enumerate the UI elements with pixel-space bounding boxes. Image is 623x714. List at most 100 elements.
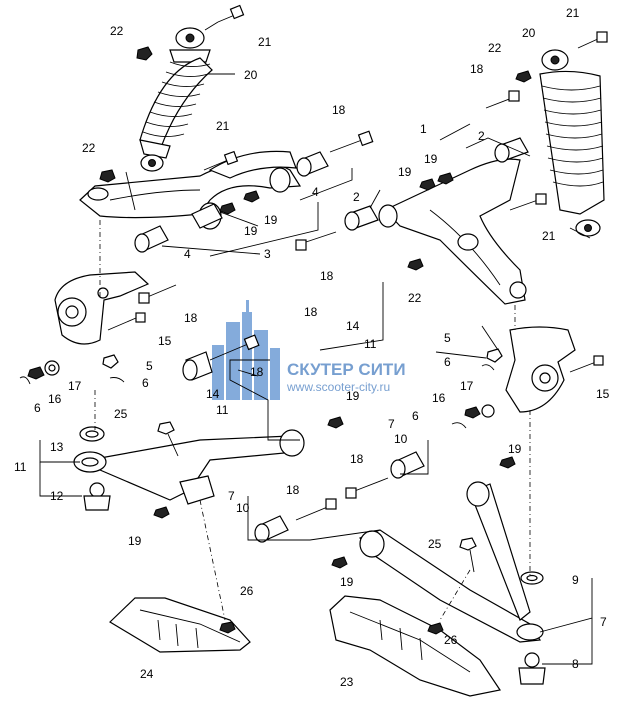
bushing-4-upper-left [296,151,329,177]
callout-18: 18 [250,365,264,379]
callout-18: 18 [470,62,484,76]
left-skid-plate-24 [109,597,251,653]
callout-21: 21 [216,119,230,133]
callout-19: 19 [424,152,438,166]
callout-5: 5 [444,331,451,345]
callout-15: 15 [158,334,172,348]
nuts-19-right-arm [407,172,454,271]
callout-8: 8 [572,657,579,671]
callout-5: 5 [146,359,153,373]
bolt-21-top-left [204,4,245,31]
callout-16: 16 [48,392,62,406]
callout-19: 19 [340,575,354,589]
callout-18: 18 [304,305,318,319]
bolt-25-right [459,537,477,573]
right-shock-absorber [539,49,605,237]
bolt-18-right-upper [295,90,520,251]
callout-22: 22 [488,41,502,55]
nut-22-top-left [136,46,153,61]
bolt-21-top-right [577,31,608,49]
callout-23: 23 [340,675,354,689]
callout-4: 4 [312,185,319,199]
watermark: СКУТЕР СИТИ www.scooter-city.ru [212,300,406,400]
callout-18: 18 [184,311,198,325]
left-lower-arm [73,429,305,505]
callout-19: 19 [398,165,412,179]
bushings-right-upper [344,137,529,231]
callout-26: 26 [240,584,254,598]
callout-19: 19 [508,442,522,456]
callout-11: 11 [14,460,27,474]
callout-18: 18 [350,452,364,466]
right-knuckle-hardware [451,348,604,429]
watermark-url: www.scooter-city.ru [286,380,390,394]
left-knuckle [54,271,150,345]
left-knuckle-hardware [19,284,177,385]
callout-16: 16 [432,391,446,405]
city-skyline-logo [212,300,280,400]
nut-22-left-arm [99,169,116,183]
callout-6: 6 [412,409,419,423]
callout-7: 7 [600,615,607,629]
callout-19: 19 [128,534,142,548]
bolt-18-upper-left [329,130,374,153]
left-lower-bushings-10 [254,498,337,543]
callout-21: 21 [542,229,556,243]
nut-22-top-right [515,70,532,83]
bolt-25-left [157,421,179,457]
callout-6: 6 [142,376,149,390]
right-lower-bushings-10 [345,451,425,499]
right-knuckle [505,326,576,413]
callout-10: 10 [236,501,250,515]
callout-10: 10 [394,432,408,446]
callout-22: 22 [110,24,124,38]
callout-14: 14 [206,387,220,401]
callout-6: 6 [34,401,41,415]
callout-6: 6 [444,355,451,369]
callout-18: 18 [320,269,334,283]
nuts-19-right-lower [331,456,516,569]
callout-19: 19 [244,224,258,238]
callout-22: 22 [408,291,422,305]
callout-3: 3 [264,247,271,261]
callout-17: 17 [460,379,474,393]
bolt-21-right-arm [509,193,547,211]
callout-25: 25 [114,407,128,421]
callout-25: 25 [428,537,442,551]
callout-14: 14 [346,319,360,333]
ring-9 [520,571,544,585]
bushing-3 [191,203,223,229]
bolt-18-left-lower [209,334,260,361]
left-shock-absorber [139,27,213,172]
callout-9: 9 [572,573,579,587]
callout-11: 11 [216,403,229,417]
leader-lines [39,73,593,665]
callout-11: 11 [364,337,377,351]
callout-18: 18 [332,103,346,117]
right-lower-arm [359,481,544,643]
callout-20: 20 [522,26,536,40]
ball-joint-8 [518,652,546,685]
callout-1: 1 [420,122,427,136]
callout-22: 22 [82,141,96,155]
callout-24: 24 [140,667,154,681]
callout-19: 19 [264,213,278,227]
callout-21: 21 [566,6,580,20]
bushings-14-left [182,351,213,381]
callout-15: 15 [596,387,610,401]
callout-2: 2 [478,129,485,143]
callout-18: 18 [286,483,300,497]
callout-19: 19 [346,389,360,403]
watermark-title: СКУТЕР СИТИ [287,360,406,379]
callout-17: 17 [68,379,82,393]
callout-7: 7 [228,489,235,503]
ball-joint-12 [83,482,111,511]
right-skid-plate-23 [329,595,501,697]
callout-20: 20 [244,68,258,82]
bushing-4-lower-left [134,225,169,253]
ring-13 [79,426,105,442]
nut-19-left-lower [153,416,344,519]
callout-numbers: 22 21 20 22 21 18 4 19 19 4 3 18 15 5 6 … [14,6,610,689]
callout-7: 7 [388,417,395,431]
